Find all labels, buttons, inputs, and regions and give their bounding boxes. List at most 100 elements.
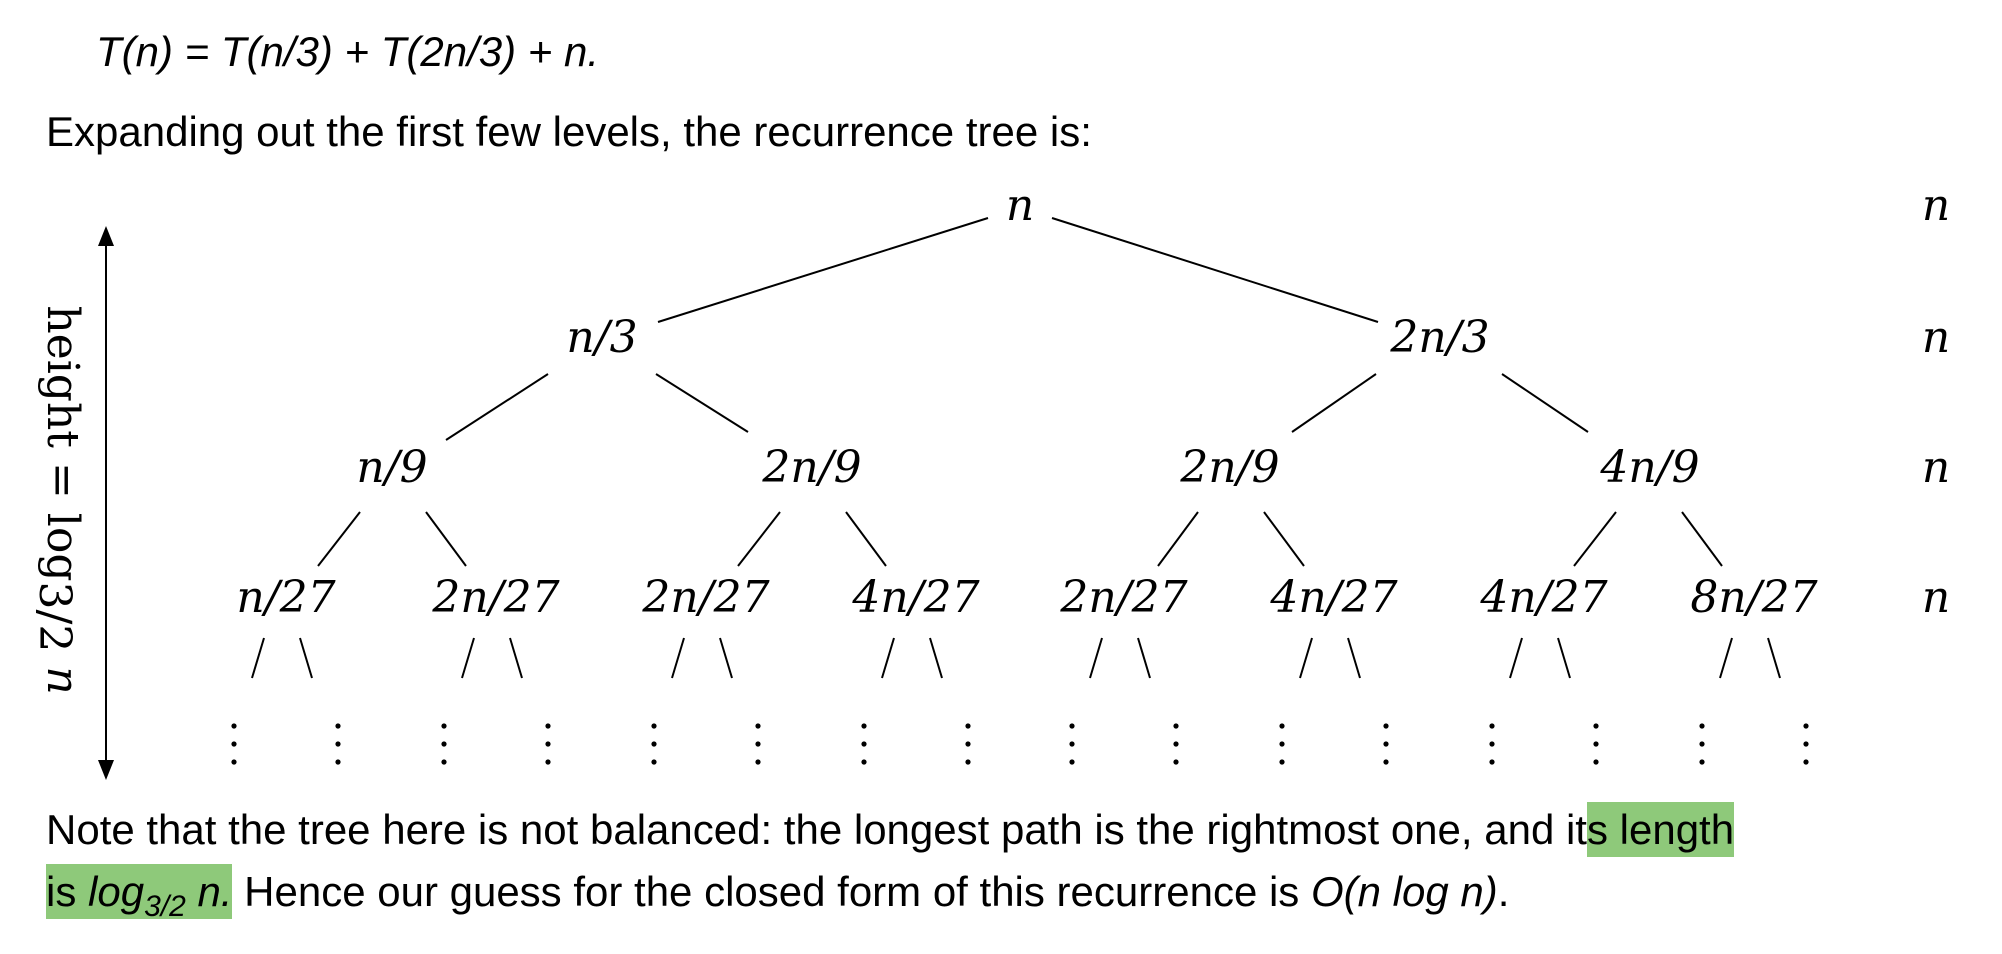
highlighted-text: s length [1586,802,1735,857]
note-line-1: Note that the tree here is not balanced:… [46,802,1735,857]
tree-node-l3: n/27 [236,572,335,623]
continuation-dot [965,759,971,765]
continuation-dot [545,741,551,747]
continuation-dot [441,759,447,765]
highlighted-text: is log3/2 n. [46,864,233,922]
continuation-dot [1173,741,1179,747]
continuation-dot [651,741,657,747]
height-arrow-down-head [98,760,114,780]
continuation-dot [861,723,867,729]
intro-text: Expanding out the first few levels, the … [46,108,1092,155]
continuation-dot [1383,741,1389,747]
subtree-slash [251,637,265,679]
tree-node-l3: 4n/27 [1479,572,1607,623]
subtree-slash [671,637,685,679]
continuation-dot [545,759,551,765]
continuation-dot [1699,741,1705,747]
tree-node-l2: 2n/9 [1179,442,1279,493]
tree-edge [1157,511,1199,567]
tree-node-l3: 2n/27 [641,572,769,623]
continuation-dot [231,741,237,747]
tree-edge [1051,217,1379,323]
continuation-dot [1803,741,1809,747]
subtree-slash [461,637,475,679]
continuation-dot [441,723,447,729]
subtree-slash [1767,637,1781,679]
tree-node-root: n [1006,190,1034,231]
continuation-dot [441,741,447,747]
note-text: Note that the tree here is not balanced:… [46,806,1587,853]
subtree-slash [1347,637,1361,679]
level-sum: n [1922,190,1950,231]
continuation-dot [651,723,657,729]
continuation-dot [335,759,341,765]
tree-edge [1501,373,1589,433]
continuation-dot [1173,759,1179,765]
tree-edge [1681,511,1723,567]
tree-node-l1: 2n/3 [1389,312,1489,363]
subtree-slash [1719,637,1733,679]
tree-edge [737,511,781,567]
subtree-slash [1557,637,1571,679]
continuation-dot [965,723,971,729]
tree-edge [1291,373,1377,433]
tree-node-l3: 8n/27 [1690,572,1817,623]
tree-node-l3: 4n/27 [1269,572,1397,623]
continuation-dot [545,723,551,729]
tree-edge [1263,511,1305,567]
tree-edge [1573,511,1617,567]
log-base: 3/2 [144,890,186,923]
continuation-dot [1489,759,1495,765]
tree-edge [425,511,467,567]
tree-edge [657,217,989,323]
continuation-dot [1383,723,1389,729]
continuation-dot [335,723,341,729]
continuation-dot [231,723,237,729]
tree-node-l3: 2n/27 [431,572,559,623]
recurrence-tree: height = log3/2 n n n/3 2n/3 n/9 2n/9 2n… [29,190,1950,780]
level-sum: n [1922,572,1950,623]
subtree-slash [881,637,895,679]
continuation-dot [1173,723,1179,729]
continuation-dot [1279,759,1285,765]
recurrence-formula: T(n) = T(n/3) + T(2n/3) + n. [96,28,599,75]
continuation-dot [1803,759,1809,765]
tree-edge [845,511,887,567]
tree-node-l2: n/9 [356,442,427,493]
continuation-dot [1279,723,1285,729]
subtree-slash [509,637,523,679]
tree-node-l1: n/3 [566,312,637,363]
tree-node-l3: 2n/27 [1059,572,1187,623]
height-arrow-up-head [98,226,114,246]
subtree-slash [719,637,733,679]
tree-edge [655,373,749,433]
note-text: is [46,868,88,915]
subtree-slash [1137,637,1151,679]
continuation-dot [1069,723,1075,729]
continuation-dot [1383,759,1389,765]
height-label: height = log3/2 n [29,305,88,694]
tree-node-l2: 2n/9 [761,442,861,493]
tree-edge [317,511,361,567]
continuation-dot [1699,759,1705,765]
tree-node-l2: 4n/9 [1599,442,1699,493]
tree-node-l3: 4n/27 [851,572,979,623]
level-sum: n [1922,442,1950,493]
continuation-dot [755,759,761,765]
continuation-dot [861,741,867,747]
continuation-dot [755,741,761,747]
continuation-dot [1489,741,1495,747]
subtree-slash [1299,637,1313,679]
continuation-dot [1279,741,1285,747]
note-line-2: is log3/2 n. Hence our guess for the clo… [46,864,1509,922]
continuation-dot [861,759,867,765]
log-var: n. [185,868,233,915]
continuation-dot [231,759,237,765]
continuation-dot [965,741,971,747]
subtree-slash [299,637,313,679]
continuation-dot [1593,759,1599,765]
level-sum: n [1922,312,1950,363]
continuation-dot [1593,723,1599,729]
continuation-dot [1069,759,1075,765]
tree-edge [445,373,549,441]
